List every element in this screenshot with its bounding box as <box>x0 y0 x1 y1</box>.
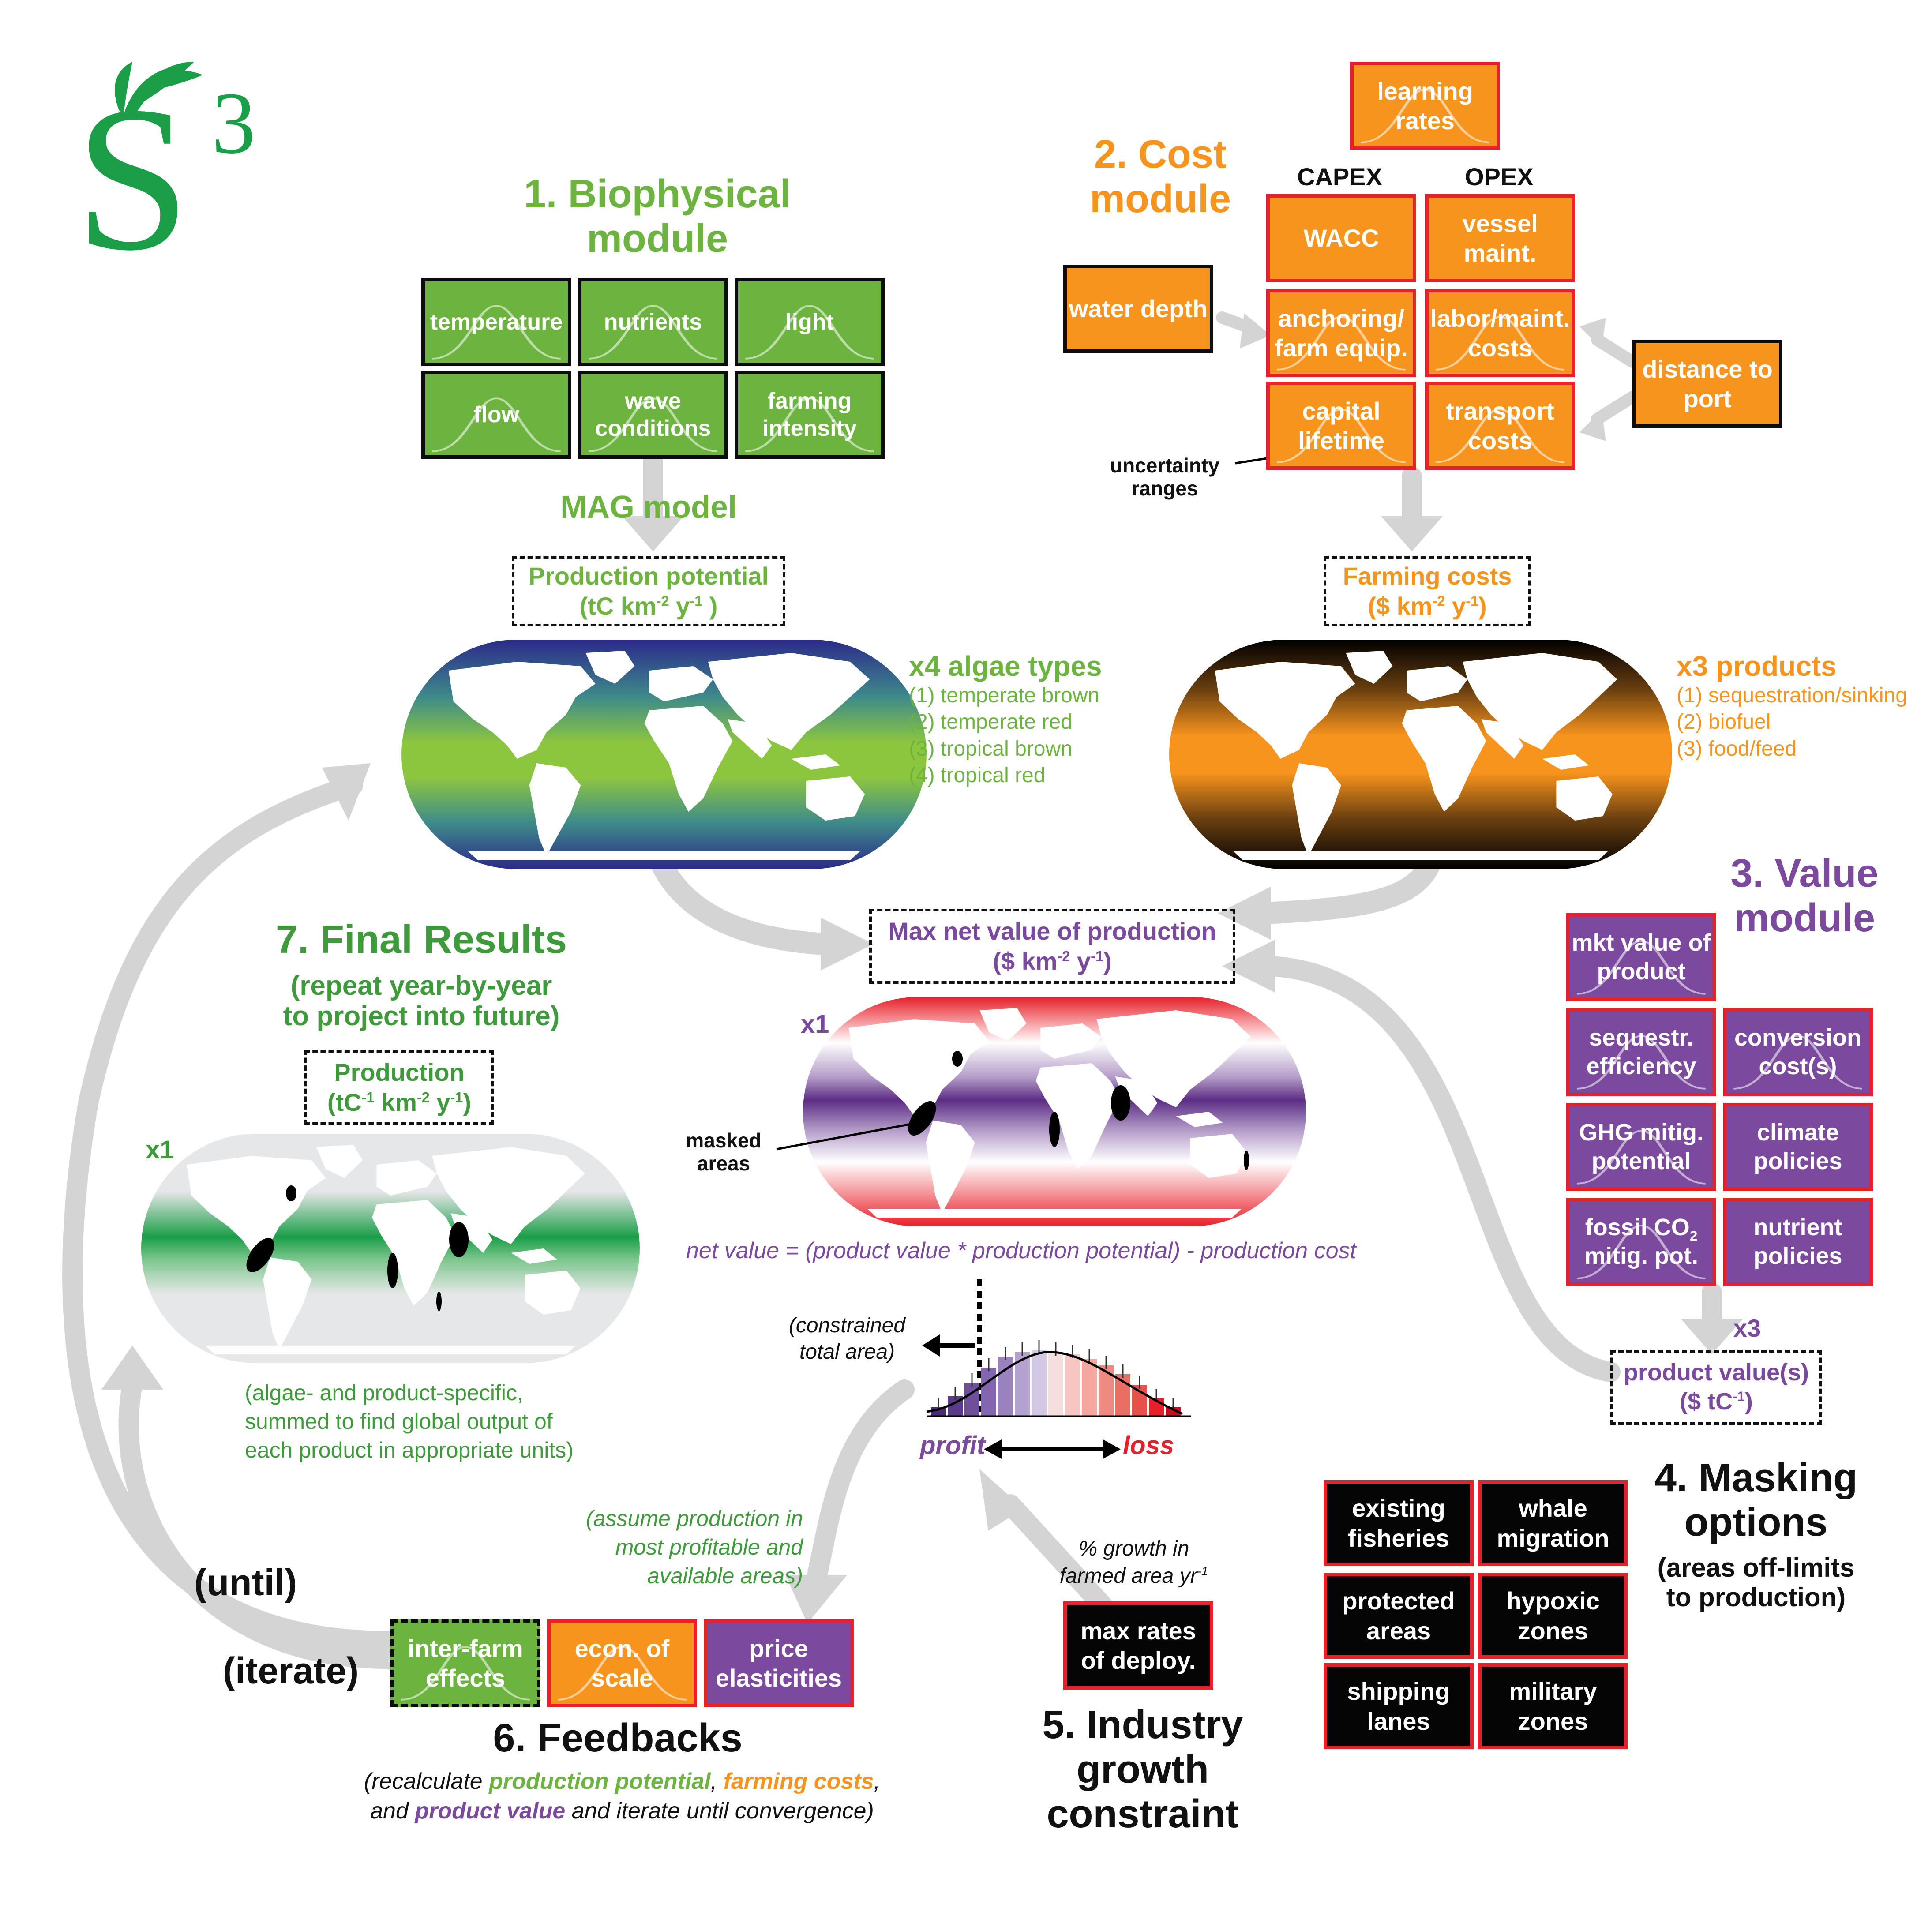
histogram-bar <box>1048 1352 1063 1416</box>
histogram-bar <box>1065 1354 1080 1416</box>
existing-fisheries-mask-box: existing fisheries <box>1324 1480 1474 1566</box>
product-value-box: product value(s) ($ tC-1) <box>1610 1350 1822 1425</box>
biophysical-title: 1. Biophysical module <box>524 172 791 261</box>
histogram-bar <box>1032 1350 1047 1416</box>
masking-subtitle: (areas off-limits to production) <box>1657 1553 1855 1612</box>
whale-migration-mask-box: whale migration <box>1478 1480 1628 1566</box>
production-potential-box: Production potential (tC km-2 y-1 ) <box>512 556 785 626</box>
vessel-maint-opex-box: vessel maint. <box>1425 194 1575 282</box>
econ-of-scale-box: econ. of scale <box>547 1619 697 1707</box>
histogram-bar <box>981 1368 996 1416</box>
profit-label: profit <box>920 1431 986 1460</box>
profit-loss-arrow <box>984 1439 1121 1459</box>
constrained-area-label: (constrained total area) <box>788 1314 906 1364</box>
final-production-map <box>141 1134 640 1363</box>
feedbacks-note: (recalculate production potential, farmi… <box>364 1769 881 1824</box>
labor-maint-costs-opex-box: labor/maint. costs <box>1425 289 1575 377</box>
logo-superscript: 3 <box>212 75 256 172</box>
farming-costs-map <box>1169 640 1672 869</box>
transport-costs-opex-box: transport costs <box>1425 382 1575 470</box>
feedbacks-title: 6. Feedbacks <box>493 1716 743 1760</box>
nutrients-input-box: nutrients <box>578 278 728 366</box>
wacc-capex-box: WACC <box>1266 194 1416 282</box>
list-item: (2) biofuel <box>1677 710 1771 734</box>
assume-production-note: (assume production in most profitable an… <box>586 1506 803 1588</box>
masked-areas-label: masked areas <box>686 1129 762 1175</box>
list-item: (3) food/feed <box>1677 737 1797 761</box>
histogram-curve <box>926 1351 1183 1415</box>
flow-input-box: flow <box>421 371 571 459</box>
growth-title: 5. Industry growth constraint <box>1042 1703 1243 1836</box>
final-results-title: 7. Final Results <box>275 918 567 962</box>
final-results-note: (algae- and product-specific, summed to … <box>245 1380 574 1462</box>
final-results-subtitle: (repeat year-by-year to project into fut… <box>283 971 560 1032</box>
logo-letter: S <box>75 64 191 293</box>
net-value-map <box>803 997 1306 1226</box>
net-x1-label: x1 <box>801 1010 829 1038</box>
learning-rates-box: learning rates <box>1350 62 1500 150</box>
max-net-value-box: Max net value of production ($ km-2 y-1) <box>869 909 1235 984</box>
light-input-box: light <box>735 278 885 366</box>
profit-loss-histogram <box>922 1279 1191 1417</box>
cost-title: 2. Cost module <box>1089 132 1231 221</box>
opex-label: OPEX <box>1465 163 1534 191</box>
inter-farm-effects-box: inter-farm effects <box>390 1619 540 1707</box>
water-depth-box: water depth <box>1063 265 1213 353</box>
growth-rate-label: % growth in farmed area yr-1 <box>1059 1537 1208 1588</box>
military-zones-mask-box: military zones <box>1478 1663 1628 1749</box>
climate-policies-value-box: climate policies <box>1723 1103 1873 1191</box>
final-production-box: Production (tC-1 km-2 y-1) <box>304 1050 494 1125</box>
value-title: 3. Value module <box>1730 851 1879 940</box>
wave-conditions-input-box: wave conditions <box>578 371 728 459</box>
capex-label: CAPEX <box>1297 163 1382 191</box>
loss-label: loss <box>1123 1431 1174 1460</box>
shipping-lanes-mask-box: shipping lanes <box>1324 1663 1474 1749</box>
ghg-mitig-potential-value-box: GHG mitig. potential <box>1566 1103 1716 1191</box>
list-item: (1) temperate brown <box>909 683 1100 707</box>
masked-leader-line <box>776 1121 918 1151</box>
histogram-bar <box>1099 1365 1114 1416</box>
farming-intensity-input-box: farming intensity <box>735 371 885 459</box>
price-elasticities-box: price elasticities <box>704 1619 854 1707</box>
list-item: (2) temperate red <box>909 710 1073 734</box>
list-item: (4) tropical red <box>909 764 1046 787</box>
distance-to-port-box: distance to port <box>1632 340 1782 428</box>
list-item: (1) sequestration/sinking <box>1677 683 1907 707</box>
protected-areas-mask-box: protected areas <box>1324 1573 1474 1659</box>
net-value-formula: net value = (product value * production … <box>686 1238 1357 1263</box>
logo-leaves <box>115 62 203 119</box>
algae-types-list: x4 algae types (1) temperate brown(2) te… <box>909 650 1102 789</box>
value-x3-label: x3 <box>1733 1314 1761 1342</box>
histogram-bar <box>1166 1407 1181 1416</box>
sequestr-efficiency-value-box: sequestr. efficiency <box>1566 1008 1716 1096</box>
farming-costs-box: Farming costs ($ km-2 y-1) <box>1324 556 1531 626</box>
hypoxic-zones-mask-box: hypoxic zones <box>1478 1573 1628 1659</box>
uncertainty-label: uncertainty ranges <box>1110 454 1219 500</box>
list-item: (3) tropical brown <box>909 737 1073 761</box>
production-potential-map <box>401 640 927 869</box>
products-list: x3 products (1) sequestration/sinking(2)… <box>1677 650 1907 762</box>
temperature-input-box: temperature <box>421 278 571 366</box>
final-x1-label: x1 <box>146 1136 174 1164</box>
until-label: (until) <box>194 1562 297 1603</box>
conversion-cost-s-value-box: conversion cost(s) <box>1723 1008 1873 1096</box>
histogram-bar <box>1082 1359 1097 1416</box>
mkt-value-of-product-value-box: mkt value of product <box>1566 913 1716 1001</box>
capital-lifetime-capex-box: capital lifetime <box>1266 382 1416 470</box>
anchoring-farm-equip-capex-box: anchoring/ farm equip. <box>1266 289 1416 377</box>
mag-model-label: MAG model <box>560 490 737 525</box>
max-rates-box: max rates of deploy. <box>1063 1601 1213 1690</box>
fossil-co2-mitig-pot-value-box: fossil CO2 mitig. pot. <box>1566 1198 1716 1286</box>
constraint-arrow-head <box>922 1334 940 1357</box>
nutrient-policies-value-box: nutrient policies <box>1723 1198 1873 1286</box>
masking-title: 4. Masking options <box>1654 1456 1858 1544</box>
iterate-label: (iterate) <box>223 1650 359 1691</box>
histogram-bar <box>1132 1385 1147 1416</box>
